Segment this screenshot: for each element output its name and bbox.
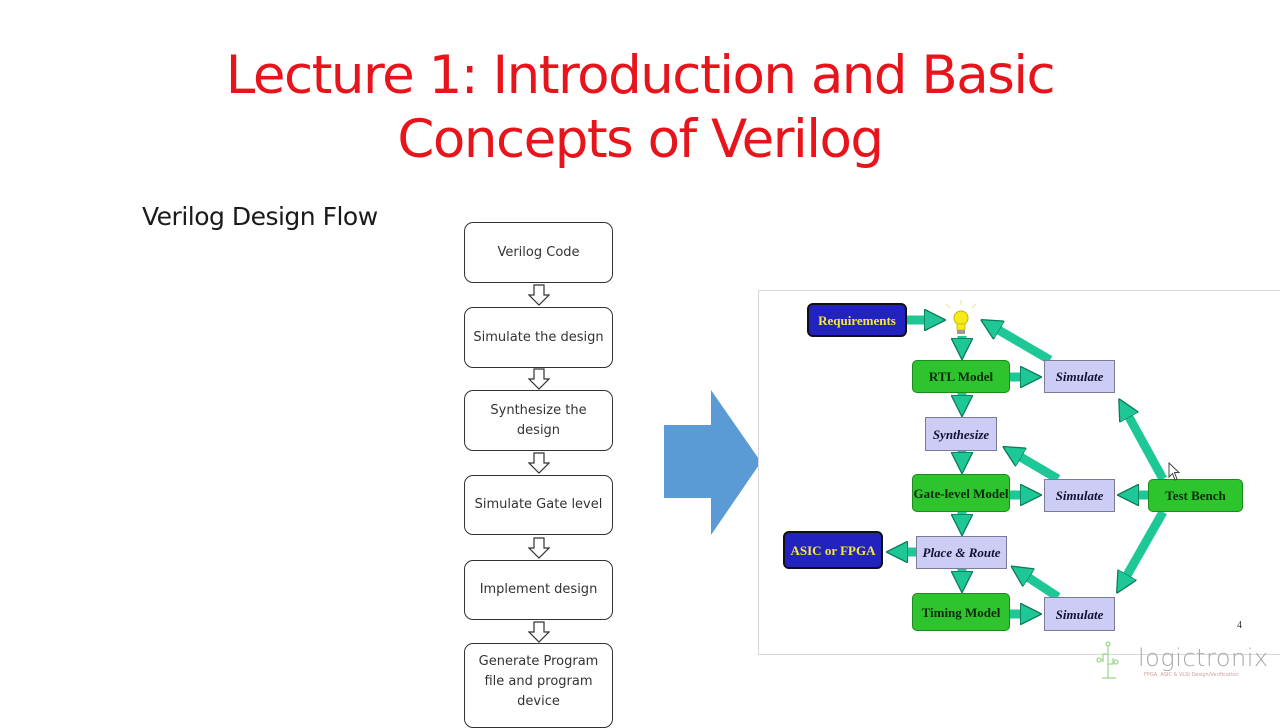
section-heading: Verilog Design Flow: [142, 202, 378, 231]
mouse-cursor-icon: [1168, 462, 1181, 481]
down-hollow-arrow-icon: [528, 284, 550, 306]
node-simulate-rtl: Simulate: [1044, 360, 1115, 393]
watermark-tagline: FPGA, ASIC & VLSI Design/Verification: [1144, 672, 1239, 678]
embedded-slide-image: [758, 290, 1280, 655]
logictronix-logo-icon: [1096, 641, 1119, 679]
right-arrow-icon: [664, 390, 761, 535]
down-hollow-arrow-icon: [528, 452, 550, 474]
slide-title-line-2: Concepts of Verilog: [397, 109, 884, 170]
watermark-brand: logictronix: [1138, 644, 1269, 672]
down-hollow-arrow-icon: [528, 621, 550, 643]
node-asic-or-fpga: ASIC or FPGA: [783, 531, 883, 569]
node-timing-model: Timing Model: [912, 593, 1010, 631]
node-requirements: Requirements: [807, 303, 907, 337]
flow-step-synthesize: Synthesize the design: [464, 390, 613, 451]
flow-step-implement-design: Implement design: [464, 560, 613, 620]
flow-step-simulate-design: Simulate the design: [464, 307, 613, 368]
embedded-page-number: 4: [1237, 620, 1242, 631]
node-simulate-gate: Simulate: [1044, 479, 1115, 512]
flow-step-verilog-code: Verilog Code: [464, 222, 613, 283]
node-test-bench: Test Bench: [1148, 479, 1243, 512]
flow-step-simulate-gate-level: Simulate Gate level: [464, 475, 613, 535]
node-synthesize: Synthesize: [925, 417, 997, 451]
flow-step-generate-program: Generate Program file and program device: [464, 643, 613, 728]
slide-title: Lecture 1: Introduction and Basic Concep…: [0, 44, 1280, 172]
node-gate-level-model: Gate-level Model: [912, 474, 1010, 512]
node-place-route: Place & Route: [916, 536, 1007, 569]
node-rtl-model: RTL Model: [912, 360, 1010, 393]
down-hollow-arrow-icon: [528, 368, 550, 390]
slide-title-line-1: Lecture 1: Introduction and Basic: [225, 45, 1056, 106]
node-simulate-timing: Simulate: [1044, 597, 1115, 631]
down-hollow-arrow-icon: [528, 537, 550, 559]
